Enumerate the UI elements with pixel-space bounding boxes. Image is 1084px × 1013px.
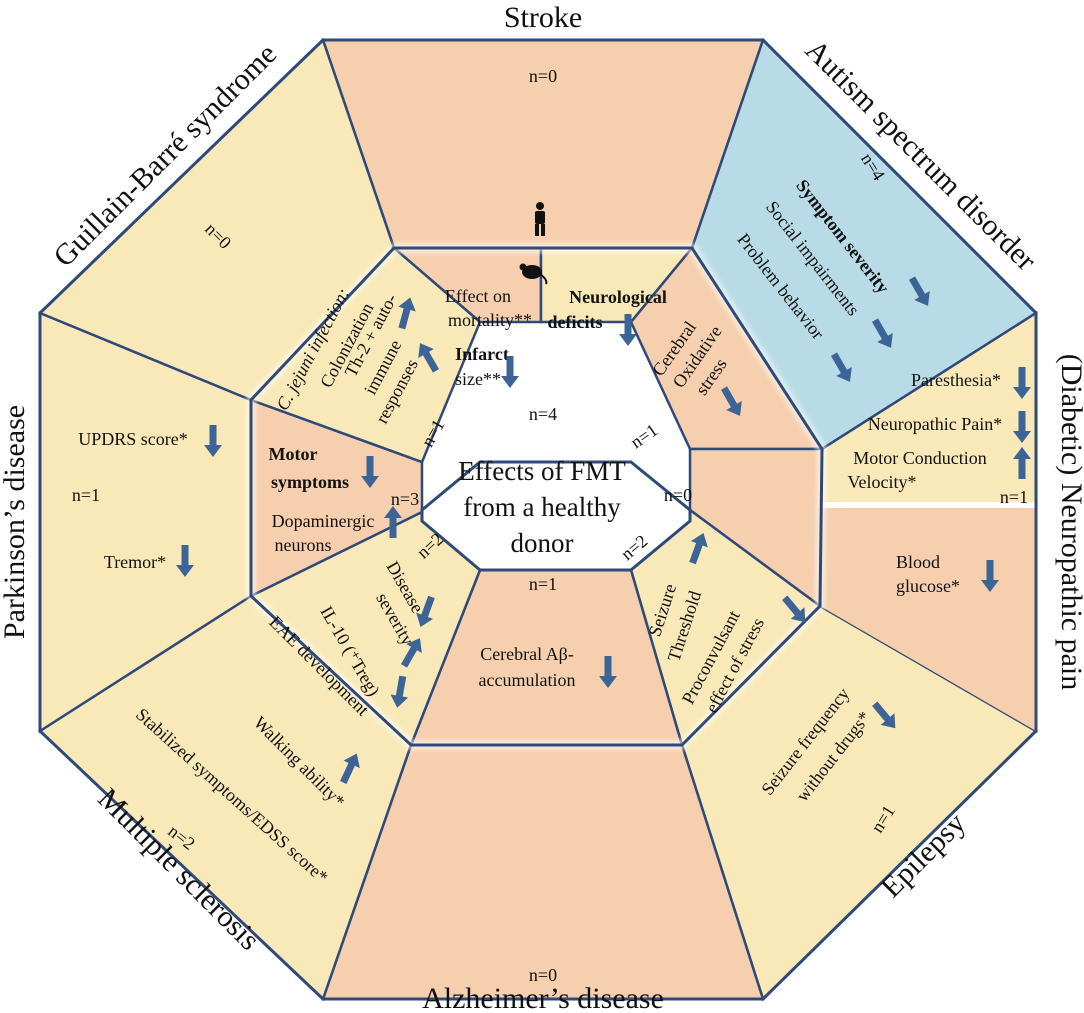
- neuropathic-effect-glucose-2: glucose*: [896, 576, 960, 596]
- stroke-effect-mortality-2: mortality**: [448, 310, 532, 330]
- n-neuropathic-outer: n=1: [1000, 487, 1028, 507]
- n-parkinson-outer: n=1: [72, 485, 100, 505]
- n-parkinson-mid: n=3: [391, 489, 419, 509]
- n-neuropathic-mid: n=0: [664, 485, 692, 505]
- stroke-effect-mortality-1: Effect on: [445, 286, 511, 306]
- n-neuro-mid: n=1: [627, 420, 662, 453]
- segment-neuropathic-lower: [820, 505, 1036, 731]
- neuropathic-effect-paresthesia: Paresthesia*: [911, 370, 1001, 390]
- neuropathic-effect-motor-2: Velocity*: [848, 472, 917, 492]
- n-alzheimer-outer: n=0: [529, 965, 557, 985]
- n-alzheimer-mid: n=1: [529, 574, 557, 594]
- n-stroke-animal: n=4: [529, 404, 557, 424]
- center-title-line-3: donor: [511, 528, 574, 558]
- center-octagon: [420, 460, 692, 572]
- inner-octagon-outline: [249, 246, 824, 747]
- alzheimer-effect-1: Cerebral Aβ-: [480, 644, 574, 664]
- human-icon: [535, 202, 545, 236]
- parkinson-effect-tremor: Tremor*: [104, 552, 166, 572]
- alzheimer-effect-2: accumulation: [479, 670, 576, 690]
- mouse-icon: [519, 263, 548, 285]
- n-stroke-outer: n=0: [529, 66, 557, 86]
- title-alzheimer: Alzheimer’s disease: [422, 982, 664, 1013]
- stroke-effect-infarct-1: Infarct: [455, 344, 509, 364]
- stroke-effect-neuro-2: deficits: [548, 312, 603, 332]
- parkinson-effect-motor-1: Motor: [269, 444, 318, 464]
- neuropathic-effect-glucose-1: Blood: [896, 552, 940, 572]
- parkinson-effect-dopa-1: Dopaminergic: [272, 511, 375, 531]
- center-title-line-1: Effects of FMT: [458, 456, 626, 486]
- stroke-effect-infarct-2: size**: [455, 369, 501, 389]
- outer-ring: [37, 37, 1039, 1002]
- parkinson-effect-dopa-2: neurons: [275, 535, 332, 555]
- title-stroke: Stroke: [504, 1, 582, 34]
- title-parkinson: Parkinson’s disease: [0, 405, 31, 639]
- neuropathic-effect-pain: Neuropathic Pain*: [868, 414, 1002, 434]
- neuropathic-effect-motor-1: Motor Conduction: [853, 448, 987, 468]
- title-neuropathic: (Diabetic) Neuropathic pain: [1055, 354, 1084, 691]
- parkinson-effect-motor-2: symptoms: [271, 472, 349, 492]
- center-title-line-2: from a healthy: [463, 492, 621, 522]
- stroke-effect-neuro-1: Neurological: [569, 287, 667, 307]
- outer-octagon-outline: [38, 38, 1038, 1001]
- parkinson-effect-updrs: UPDRS score*: [78, 429, 188, 449]
